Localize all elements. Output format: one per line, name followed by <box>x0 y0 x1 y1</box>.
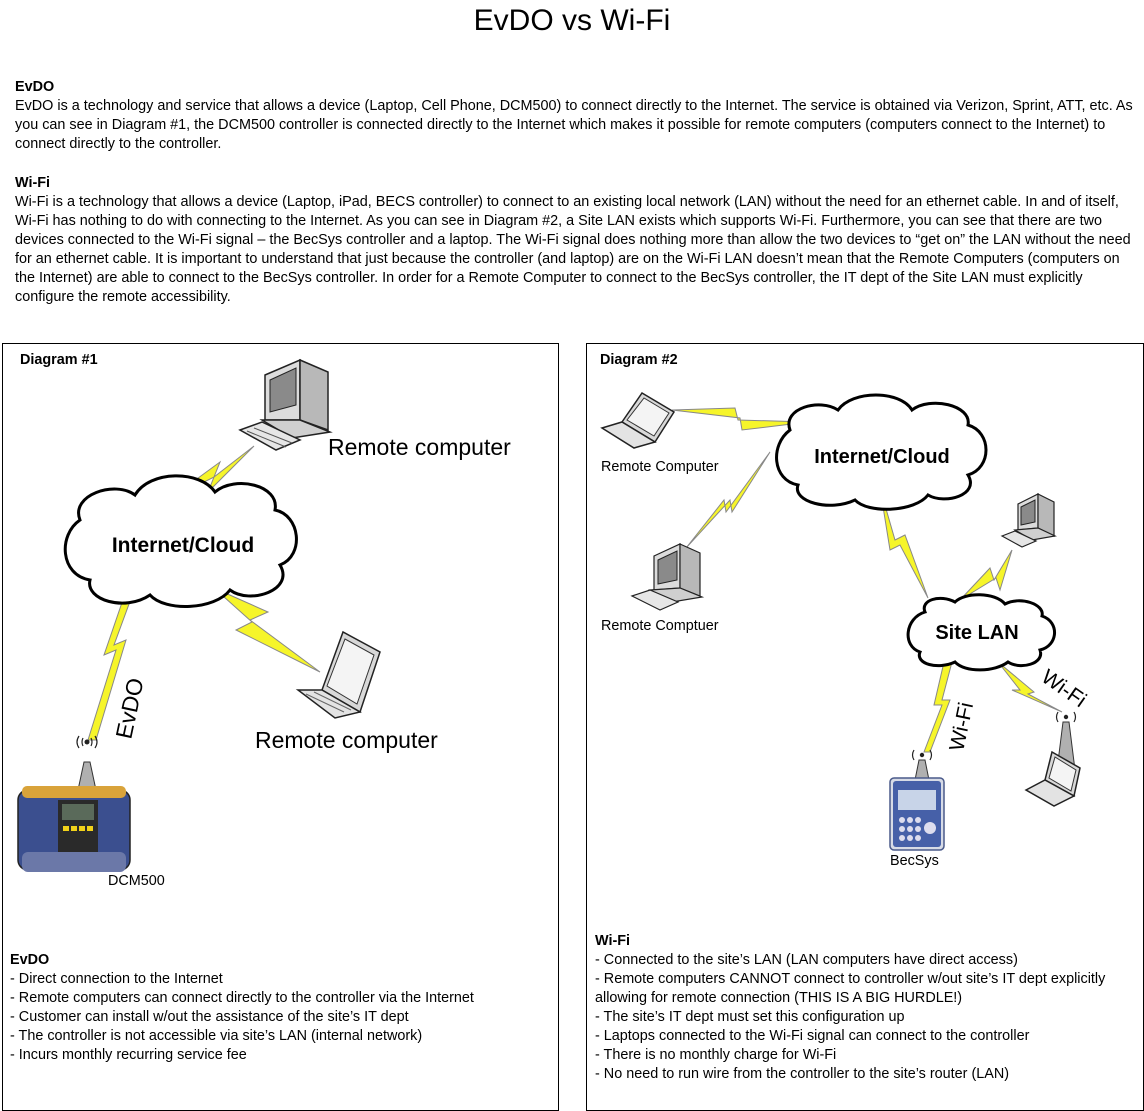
d2-note: Connected to the site’s LAN (LAN compute… <box>595 951 1135 970</box>
d2-wifi-label-1: Wi-Fi <box>945 700 978 753</box>
cloud-d1 <box>63 474 298 608</box>
desktop-icon-d2-remote <box>630 543 705 611</box>
bolt-d2-lan-becsys <box>923 661 953 753</box>
bolt-d2-desktop-cloud <box>685 451 771 549</box>
bolt-d2-lan-laptop <box>997 661 1063 713</box>
cloud-d2 <box>775 393 988 511</box>
d2-notes-heading: Wi-Fi <box>595 933 631 949</box>
d2-remote-laptop-label: Remote Computer <box>601 459 719 475</box>
d1-evdo-link-label: EvDO <box>110 676 148 741</box>
d2-remote-desktop-label: Remote Comptuer <box>601 618 719 634</box>
evdo-heading: EvDO <box>15 79 55 95</box>
d1-device-label: DCM500 <box>108 873 165 889</box>
diagram-1-label: Diagram #1 <box>20 352 98 368</box>
d2-note: Laptops connected to the Wi-Fi signal ca… <box>595 1027 1135 1046</box>
wifi-heading: Wi-Fi <box>15 175 51 191</box>
bolt-d2-cloud-lan <box>879 487 929 599</box>
d1-note: The controller is not accessible via sit… <box>10 1027 550 1046</box>
d2-note: The site’s IT dept must set this configu… <box>595 1008 1135 1027</box>
page-title: EvDO vs Wi-Fi <box>473 4 671 37</box>
wifi-body: Wi-Fi is a technology that allows a devi… <box>15 194 1131 305</box>
laptop-icon-d1 <box>295 630 381 719</box>
diagram-2-notes: Wi-Fi Connected to the site’s LAN (LAN c… <box>595 932 1135 1084</box>
bolt-d1-cloud-laptop <box>213 587 321 673</box>
d1-remote-laptop-label: Remote computer <box>255 727 438 753</box>
d2-device-label: BecSys <box>890 853 939 869</box>
desktop-icon-d1 <box>238 358 333 451</box>
d2-note: No need to run wire from the controller … <box>595 1065 1135 1084</box>
d2-wifi-label-2: Wi-Fi <box>1037 665 1090 712</box>
d1-cloud-label: Internet/Cloud <box>112 534 254 557</box>
diagram-2-label: Diagram #2 <box>600 352 678 368</box>
dcm500-device-icon <box>17 735 131 872</box>
d2-note: There is no monthly charge for Wi-Fi <box>595 1046 1135 1065</box>
diagram-1-notes: EvDO Direct connection to the Internet R… <box>10 951 550 1065</box>
laptop-icon-d2-remote <box>600 391 676 449</box>
d1-note: Customer can install w/out the assistanc… <box>10 1008 550 1027</box>
d1-note: Incurs monthly recurring service fee <box>10 1046 550 1065</box>
d1-note: Remote computers can connect directly to… <box>10 989 550 1008</box>
d1-remote-desktop-label: Remote computer <box>328 434 511 460</box>
desktop-icon-d2-lan <box>1000 493 1057 548</box>
evdo-body: EvDO is a technology and service that al… <box>15 98 1133 152</box>
wifi-section: Wi-Fi Wi-Fi is a technology that allows … <box>15 174 1141 307</box>
d2-lan-label: Site LAN <box>935 622 1018 644</box>
laptop-icon-d2-wifi <box>1024 711 1081 807</box>
bolt-d2-pc-lan <box>959 549 1013 601</box>
becsys-device-icon <box>889 749 945 851</box>
evdo-section: EvDO EvDO is a technology and service th… <box>15 78 1141 154</box>
bolt-d1-cloud-dcm <box>87 584 137 741</box>
d2-note: Remote computers CANNOT connect to contr… <box>595 970 1135 1008</box>
d1-note: Direct connection to the Internet <box>10 970 550 989</box>
d1-notes-heading: EvDO <box>10 952 50 968</box>
site-lan-cloud <box>906 593 1056 672</box>
d2-cloud-label: Internet/Cloud <box>814 446 950 468</box>
